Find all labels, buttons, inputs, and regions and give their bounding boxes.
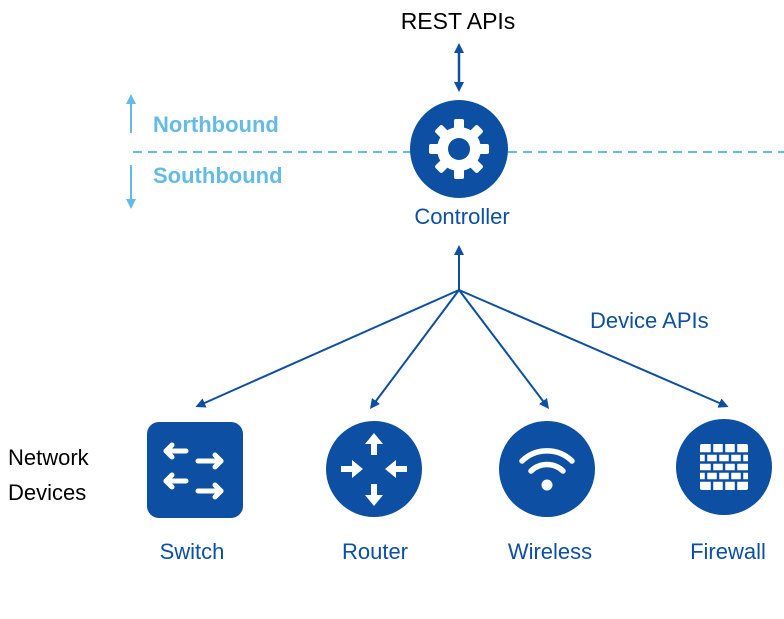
device-api-line-firewall	[458, 289, 729, 408]
rest-apis-label: REST APIs	[400, 8, 516, 34]
device-apis-label: Device APIs	[590, 308, 709, 333]
router-icon	[326, 421, 422, 517]
network-devices-line-2: Devices	[8, 480, 87, 505]
network-devices-line-1: Network	[8, 445, 89, 470]
wireless-label: Wireless	[507, 539, 593, 564]
firewall-label: Firewall	[690, 539, 766, 564]
switch-label: Switch	[159, 539, 225, 564]
device-api-line-switch	[195, 289, 460, 408]
device-api-line-router	[370, 289, 460, 410]
controller-label: Controller	[414, 204, 510, 229]
wifi-icon	[499, 421, 595, 517]
gear-icon	[410, 100, 508, 198]
device-api-line-wireless	[458, 289, 550, 409]
router-label: Router	[341, 539, 409, 564]
southbound-label: Southbound	[153, 163, 283, 188]
firewall-icon	[676, 419, 772, 515]
switch-icon	[147, 422, 243, 518]
network-devices-label: Network Devices	[8, 440, 89, 510]
northbound-label: Northbound	[153, 112, 279, 137]
